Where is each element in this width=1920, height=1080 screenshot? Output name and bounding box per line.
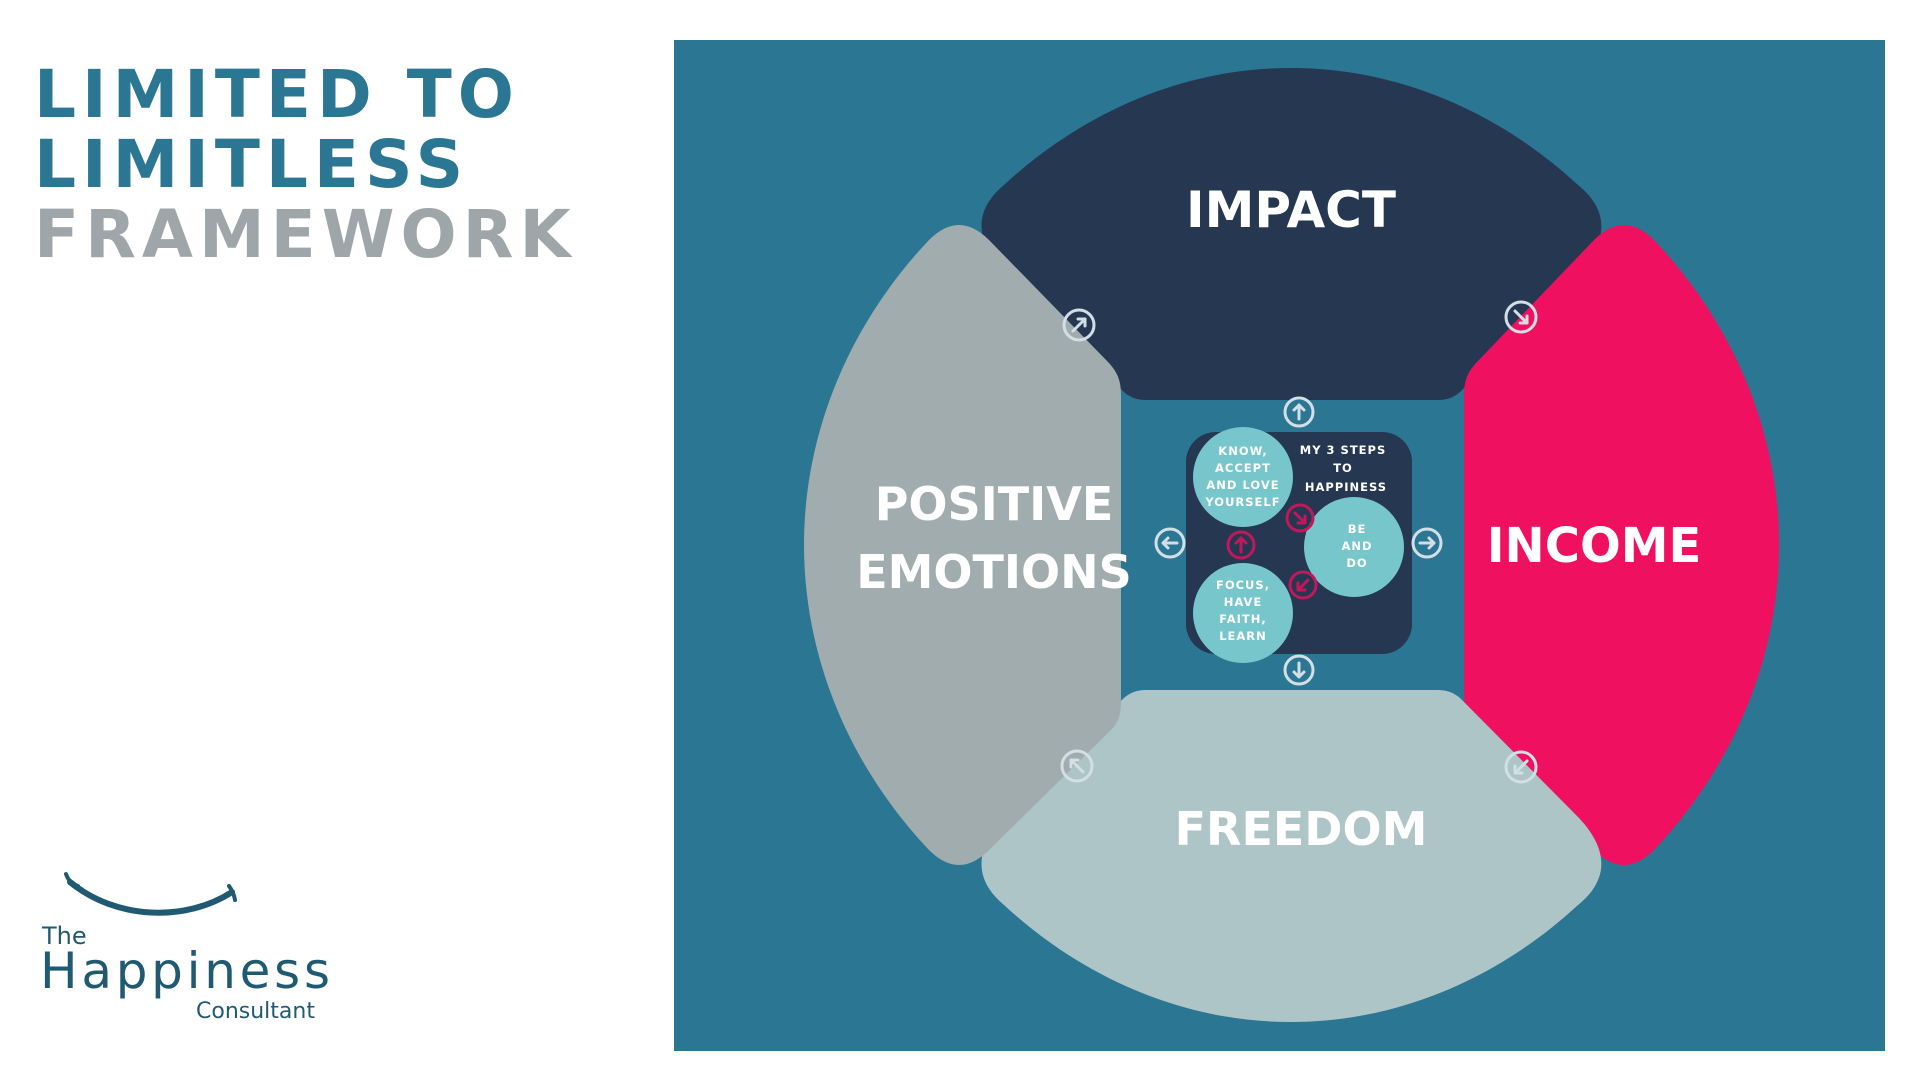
page-title: LIMITED TO LIMITLESS FRAMEWORK xyxy=(34,60,577,270)
arrow-up-icon xyxy=(1283,396,1315,428)
arrow-up-right-icon xyxy=(1062,308,1096,342)
arrow-up-icon xyxy=(1226,530,1256,560)
segment-impact xyxy=(981,68,1602,400)
step2-line-1: BE xyxy=(1348,522,1367,536)
segment-income xyxy=(1464,225,1779,865)
segment-positive-emotions xyxy=(804,225,1121,865)
logo-text-happiness: Happiness xyxy=(40,942,330,1000)
arrow-left-icon xyxy=(1154,527,1186,559)
title-line-2: LIMITLESS xyxy=(34,126,470,203)
framework-diagram: IMPACT INCOME FREEDOM POSITIVE EMOTIONS … xyxy=(804,68,1779,1022)
impact-label: IMPACT xyxy=(1186,181,1396,239)
step2-line-3: DO xyxy=(1346,556,1367,570)
positive-emotions-label-line-1: POSITIVE xyxy=(875,477,1114,531)
step-circle-be-and-do xyxy=(1304,497,1404,597)
step-circle-know-accept-love xyxy=(1193,427,1293,527)
arrow-down-right-icon xyxy=(1285,503,1315,533)
step1-line-4: YOURSELF xyxy=(1204,495,1280,509)
step2-line-2: AND xyxy=(1341,539,1372,553)
center-heading-line-1: MY 3 STEPS xyxy=(1300,443,1386,457)
arrow-right-icon xyxy=(1411,527,1443,559)
step1-line-3: AND LOVE xyxy=(1206,478,1279,492)
happiness-consultant-logo: The Happiness Consultant xyxy=(40,872,330,1024)
logo-text-the: The xyxy=(41,922,87,950)
income-label: INCOME xyxy=(1487,518,1702,574)
arrow-down-icon xyxy=(1283,654,1315,686)
title-line-3: FRAMEWORK xyxy=(34,196,577,273)
arrow-down-left-icon xyxy=(1504,750,1538,784)
diagram-panel: IMPACT INCOME FREEDOM POSITIVE EMOTIONS … xyxy=(674,40,1885,1051)
title-line-1: LIMITED TO xyxy=(34,56,520,133)
arrow-up-left-icon xyxy=(1060,749,1094,783)
step1-line-2: ACCEPT xyxy=(1215,461,1271,475)
center-heading-line-3: HAPPINESS xyxy=(1305,480,1387,494)
step3-line-2: HAVE xyxy=(1224,595,1263,609)
smile-icon xyxy=(67,879,235,916)
positive-emotions-label-line-2: EMOTIONS xyxy=(856,545,1132,599)
arrow-down-left-icon xyxy=(1288,570,1318,600)
step3-line-1: FOCUS, xyxy=(1216,578,1270,592)
freedom-label: FREEDOM xyxy=(1175,802,1428,856)
arrow-down-right-icon xyxy=(1504,300,1538,334)
center-heading-line-2: TO xyxy=(1333,461,1353,475)
segment-freedom xyxy=(981,690,1602,1022)
step-circle-focus-faith-learn xyxy=(1193,563,1293,663)
logo-text-consultant: Consultant xyxy=(196,999,315,1024)
step3-line-4: LEARN xyxy=(1219,629,1267,643)
step3-line-3: FAITH, xyxy=(1219,612,1267,626)
step1-line-1: KNOW, xyxy=(1218,444,1267,458)
